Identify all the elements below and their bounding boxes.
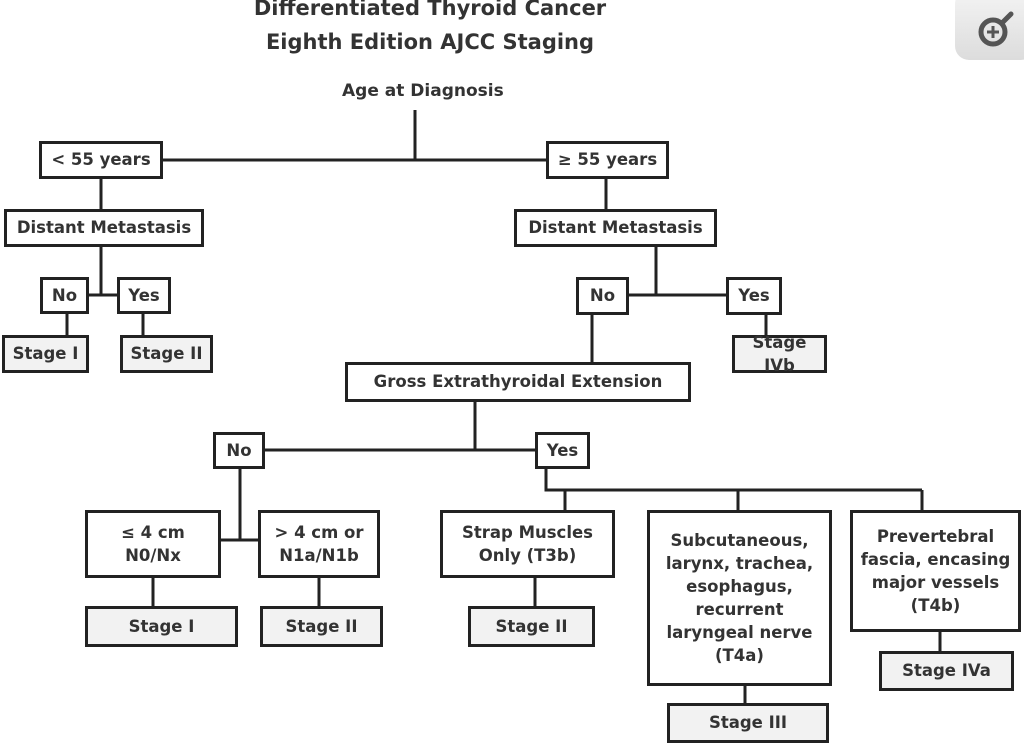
- stage-iii-box: Stage III: [667, 703, 829, 743]
- left-yes-box: Yes: [117, 277, 171, 314]
- age-55-plus-box: ≥ 55 years: [546, 141, 669, 179]
- left-stage-ii-box: Stage II: [120, 335, 213, 373]
- small-tumor-box: ≤ 4 cm N0/Nx: [85, 510, 221, 578]
- left-metastasis-box: Distant Metastasis: [4, 209, 204, 247]
- strap-stage-ii-box: Stage II: [468, 606, 595, 647]
- strap-muscles-box: Strap Muscles Only (T3b): [440, 510, 615, 578]
- age-under-55-box: < 55 years: [39, 141, 163, 179]
- extension-no-box: No: [213, 432, 265, 469]
- extension-box: Gross Extrathyroidal Extension: [345, 362, 691, 402]
- right-metastasis-box: Distant Metastasis: [514, 209, 717, 247]
- root-label: Age at Diagnosis: [342, 81, 504, 101]
- left-stage-i-box: Stage I: [2, 335, 89, 373]
- title-line1: Differentiated Thyroid Cancer: [253, 0, 607, 20]
- right-yes-box: Yes: [726, 277, 782, 315]
- large-tumor-box: > 4 cm or N1a/N1b: [258, 510, 380, 578]
- title-line2: Eighth Edition AJCC Staging: [265, 30, 595, 54]
- zoom-in-icon: [978, 11, 1014, 47]
- small-stage-i-box: Stage I: [85, 606, 238, 647]
- zoom-button[interactable]: [955, 0, 1024, 60]
- large-stage-ii-box: Stage II: [260, 606, 383, 647]
- t4b-box: Prevertebral fascia, encasing major vess…: [850, 510, 1021, 632]
- left-no-box: No: [40, 277, 89, 314]
- extension-yes-box: Yes: [535, 432, 590, 469]
- stage-iva-box: Stage IVa: [879, 651, 1014, 691]
- right-no-box: No: [576, 277, 629, 315]
- stage-ivb-box: Stage IVb: [732, 333, 827, 375]
- t4a-box: Subcutaneous, larynx, trachea, esophagus…: [647, 510, 832, 686]
